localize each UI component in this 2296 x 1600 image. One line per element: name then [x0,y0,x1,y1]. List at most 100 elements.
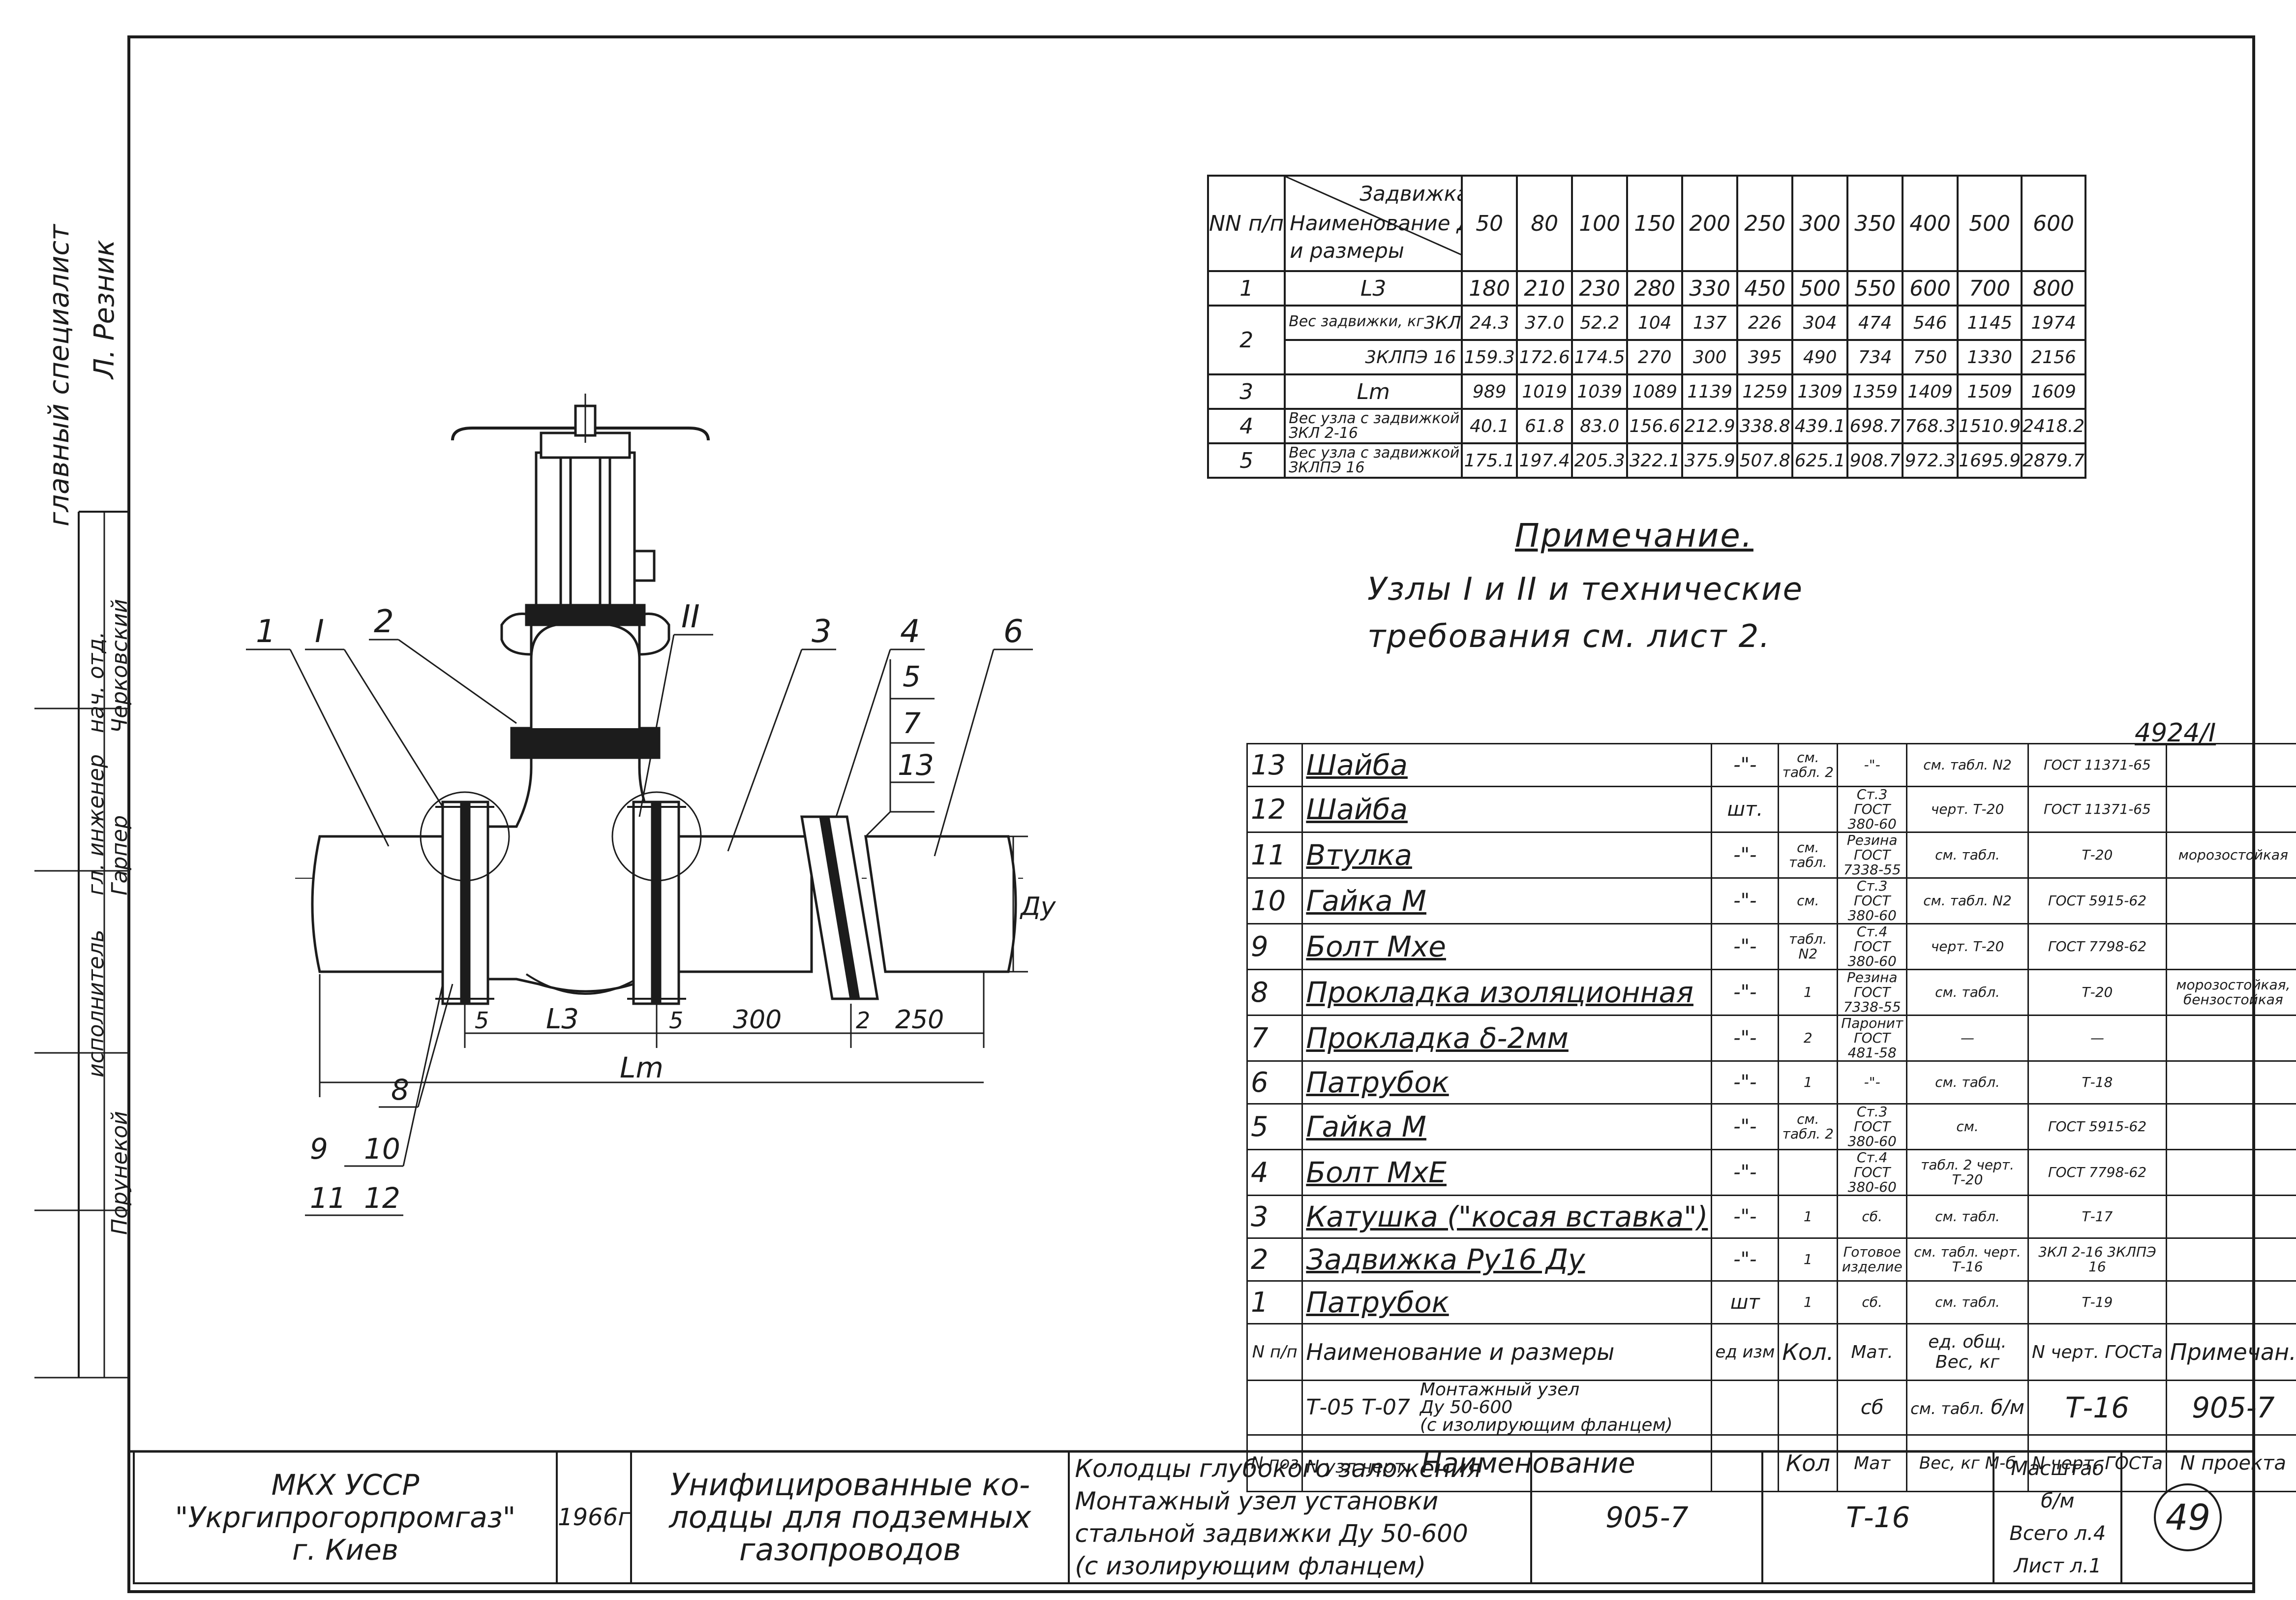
parts-cell-gost: Т-19 [2027,1280,2167,1324]
parts-cell-pos: 7 [1246,1015,1303,1062]
dims-row-2-valve-b: 3КЛПЭ 16 [1284,339,1463,375]
parts-cell-note [2165,1015,2296,1062]
dim-300: 300 [733,1005,782,1035]
dims-col-350: 350 [1846,175,1904,272]
dims-cell: 1019 [1516,373,1573,410]
parts-cell-gost: ГОСТ 5915-62 [2027,1103,2167,1150]
dims-cell: 1145 [1957,305,2023,341]
dim-2: 2 [856,1007,870,1034]
callout-13: 13 [898,748,934,782]
sign-role-2: нач. отд. [84,631,109,733]
parts-cell-qty: 1 [1778,969,1839,1016]
parts-cell-unit: -"- [1711,743,1780,787]
parts-cell-qty: см. [1778,877,1839,924]
sign-name-4: Порунекой [107,1111,132,1235]
dims-cell: 989 [1461,373,1518,410]
dims-cell: 375.9 [1681,442,1739,479]
parts-head-qty: Кол. [1778,1323,1839,1381]
parts-cell-name: Шайба [1301,743,1713,787]
dims-cell: 159.3 [1461,339,1518,375]
dims-cell: 800 [2021,270,2087,307]
parts-cell-pos: 9 [1246,923,1303,970]
parts-cell-unit: -"- [1711,1149,1780,1196]
parts-cell-gost: ГОСТ 11371-65 [2027,786,2167,833]
parts-cell-pos: 2 [1246,1237,1303,1282]
parts-cell-weight: табл. 2 черт. Т-20 [1906,1149,2029,1196]
parts-cell-note [2165,1237,2296,1282]
parts-cell-name: Болт МхЕ [1301,1149,1713,1196]
title-org-1: МКХ УССР [271,1468,420,1502]
sign-name-3: Гарпер [107,815,132,895]
assembly-weight-value: см. табл. [1910,1399,1985,1418]
dims-cell: 180 [1461,270,1518,307]
parts-cell-note [2165,877,2296,924]
assembly-drawing: Т-16 [2027,1380,2167,1436]
parts-cell-gost: Т-18 [2027,1060,2167,1105]
sign-off-strip: главный специалист Л. Резник нач. отд. Ч… [34,34,133,1363]
title-sheet: Т-16 [1761,1450,1995,1584]
dims-col-100: 100 [1571,175,1629,272]
parts-cell-weight: см. [1906,1103,2029,1150]
title-block: МКХ УССР "Укргипрогорпромгаз" г. Киев 19… [133,1450,2256,1584]
title-main-3: газопроводов [739,1532,961,1568]
parts-cell-weight: см. табл. [1906,831,2029,879]
dim-Du: Ду [1020,892,1057,922]
parts-cell-pos: 13 [1246,743,1303,787]
title-scale: Масштаб б/м Всего л.4 Лист л.1 [1993,1450,2123,1584]
parts-cell-note [2165,923,2296,970]
title-desc-1: Колодцы глубокого заложения [1075,1454,1481,1483]
dims-cell: 550 [1846,270,1904,307]
parts-cell-pos: 12 [1246,786,1303,833]
parts-head-name: Наименование и размеры [1301,1323,1713,1381]
title-desc-2: Монтажный узел установки [1075,1487,1439,1515]
parts-cell-qty: 1 [1778,1060,1839,1105]
assembly-weight: см. табл. б/м [1906,1380,2029,1436]
parts-cell-unit: шт [1711,1280,1780,1324]
parts-cell-name: Болт Мхе [1301,923,1713,970]
valve-assembly [295,394,1023,1005]
dims-cell: 1609 [2021,373,2087,410]
parts-cell-weight: см. табл. [1906,1060,2029,1105]
dims-col-600: 600 [2021,175,2087,272]
dims-cell: 322.1 [1626,442,1684,479]
title-org-3: г. Киев [292,1533,399,1567]
note-text: Узлы I и II и технические требования см.… [1367,571,1803,655]
parts-cell-mat: Ст.3 ГОСТ 380-60 [1837,1103,1908,1150]
dims-col-80: 80 [1516,175,1573,272]
parts-cell-unit: -"- [1711,831,1780,879]
dims-cell: 908.7 [1846,442,1904,479]
parts-head-weight-one: ед. [1928,1332,1957,1352]
parts-cell-name: Втулка [1301,831,1713,879]
leader-lines [246,634,1033,1216]
title-desc-4: (с изолирующим фланцем) [1075,1552,1426,1580]
dims-cell: 174.5 [1571,339,1629,375]
parts-cell-weight: черт. Т-20 [1906,923,2029,970]
dims-cell: 156.6 [1626,408,1684,444]
title-scale-value: б/м [2041,1490,2075,1512]
assembly-unit [1711,1380,1780,1436]
dims-cell: 1039 [1571,373,1629,410]
assembly-name: Т-05 Т-07 Монтажный узел Ду 50-600 (с из… [1301,1380,1713,1436]
parts-cell-pos: 10 [1246,877,1303,924]
dims-cell: 750 [1902,339,1959,375]
dims-cell: 2879.7 [2021,442,2087,479]
dimension-lines [319,835,1028,1097]
dims-col-50: 50 [1461,175,1518,272]
parts-head-unit: ед изм [1711,1323,1780,1381]
sign-role-1: главный специалист [43,224,75,526]
parts-cell-name: Задвижка Ру16 Ду [1301,1237,1713,1282]
title-page-number: 49 [2165,1497,2211,1538]
parts-cell-qty: 2 [1778,1015,1839,1062]
parts-cell-pos: 4 [1246,1149,1303,1196]
parts-cell-unit: -"- [1711,923,1780,970]
parts-cell-mat: Паронит ГОСТ 481-58 [1837,1015,1908,1062]
parts-cell-unit: -"- [1711,969,1780,1016]
title-scale-label: Масштаб [2011,1457,2105,1480]
dims-cell: 205.3 [1571,442,1629,479]
